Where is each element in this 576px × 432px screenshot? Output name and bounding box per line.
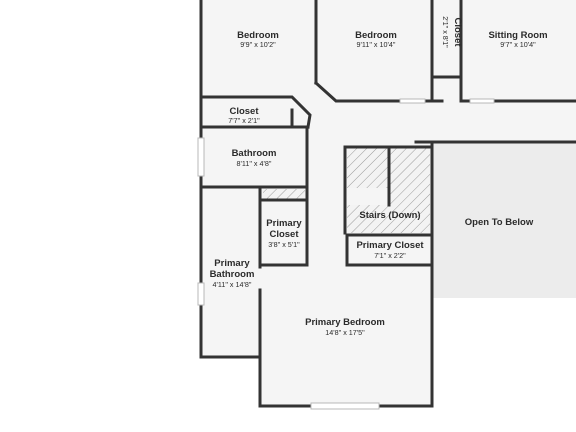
room-open-to-below: Open To Below xyxy=(465,217,534,228)
svg-text:14'8" x 17'5": 14'8" x 17'5" xyxy=(325,328,365,337)
stairs-hatch xyxy=(347,147,430,233)
hatch-patch xyxy=(263,189,305,199)
walls xyxy=(199,0,576,408)
room-bedroom-2: Bedroom 9'11" x 10'4" xyxy=(355,30,397,49)
svg-text:Stairs (Down): Stairs (Down) xyxy=(359,210,420,221)
svg-text:Open To Below: Open To Below xyxy=(465,217,534,228)
svg-text:Primary Bedroom: Primary Bedroom xyxy=(305,317,385,328)
room-primary-bathroom: Primary Bathroom 4'11" x 14'8" xyxy=(210,258,255,289)
svg-text:Primary: Primary xyxy=(266,218,302,229)
svg-text:Bedroom: Bedroom xyxy=(237,30,279,41)
svg-text:2'1" x 8'1": 2'1" x 8'1" xyxy=(441,16,450,48)
svg-text:Bedroom: Bedroom xyxy=(355,30,397,41)
svg-text:3'8" x 5'1": 3'8" x 5'1" xyxy=(268,240,300,249)
room-sitting-room: Sitting Room 9'7" x 10'4" xyxy=(488,30,547,49)
room-closet-hall: Closet 2'1" x 8'1" xyxy=(441,16,463,48)
svg-text:9'11" x 10'4": 9'11" x 10'4" xyxy=(357,40,396,49)
svg-text:Sitting Room: Sitting Room xyxy=(488,30,547,41)
svg-text:Closet: Closet xyxy=(229,106,259,117)
room-primary-bedroom: Primary Bedroom 14'8" x 17'5" xyxy=(305,317,385,337)
windows xyxy=(197,98,495,410)
svg-text:9'9" x 10'2": 9'9" x 10'2" xyxy=(240,40,276,49)
svg-text:Primary: Primary xyxy=(214,258,250,269)
room-bedroom-1: Bedroom 9'9" x 10'2" xyxy=(237,30,279,49)
svg-text:7'7" x 2'1": 7'7" x 2'1" xyxy=(228,116,260,125)
room-primary-closet-right: Primary Closet 7'1" x 2'2" xyxy=(356,240,424,260)
room-bathroom: Bathroom 8'11" x 4'8" xyxy=(232,148,277,168)
svg-text:7'1" x 2'2": 7'1" x 2'2" xyxy=(374,251,406,260)
room-closet-small: Closet 7'7" x 2'1" xyxy=(228,106,260,125)
open-to-below-area xyxy=(432,142,576,298)
svg-text:Closet: Closet xyxy=(452,17,463,47)
svg-text:9'7" x 10'4": 9'7" x 10'4" xyxy=(500,40,536,49)
svg-text:Closet: Closet xyxy=(269,229,299,240)
room-primary-closet-left: Primary Closet 3'8" x 5'1" xyxy=(266,218,302,249)
svg-text:8'11" x 4'8": 8'11" x 4'8" xyxy=(237,159,272,168)
room-stairs: Stairs (Down) xyxy=(359,210,420,221)
svg-text:Bathroom: Bathroom xyxy=(210,269,255,280)
svg-text:Bathroom: Bathroom xyxy=(232,148,277,159)
svg-text:4'11" x 14'8": 4'11" x 14'8" xyxy=(213,280,252,289)
svg-text:Primary Closet: Primary Closet xyxy=(356,240,424,251)
